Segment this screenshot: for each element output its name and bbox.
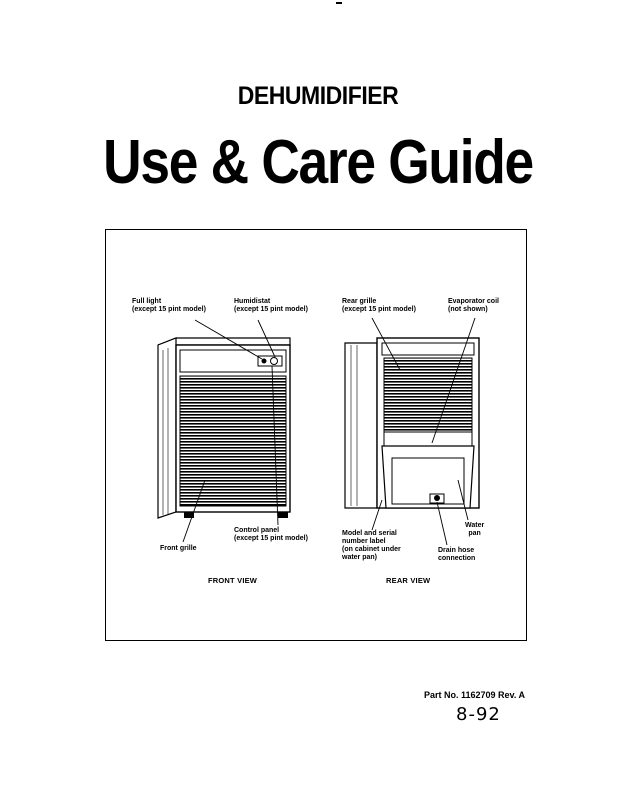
label-evaporator-coil: Evaporator coil (not shown) xyxy=(448,298,499,313)
rear-unit-drawing xyxy=(344,337,480,509)
scan-speck xyxy=(336,2,342,4)
illustration-frame xyxy=(105,229,527,641)
label-drain-hose: Drain hose connection xyxy=(438,547,476,562)
label-model-serial: Model and serial number label (on cabine… xyxy=(342,530,401,561)
label-humidistat: Humidistat (except 15 pint model) xyxy=(234,298,308,313)
front-leader-lines xyxy=(182,319,279,543)
label-full-light: Full light (except 15 pint model) xyxy=(132,298,206,313)
front-unit-drawing xyxy=(157,337,291,519)
label-water-pan: Water pan xyxy=(465,522,485,537)
document-title: Use & Care Guide xyxy=(103,128,534,197)
label-front-grille: Front grille xyxy=(160,545,197,552)
rear-view-caption: REAR VIEW xyxy=(386,576,431,585)
part-number: Part No. 1162709 Rev. A xyxy=(424,690,526,700)
front-view-caption: FRONT VIEW xyxy=(208,576,258,585)
document-subtitle: DEHUMIDIFIER xyxy=(237,82,399,110)
label-control-panel: Control panel (except 15 pint model) xyxy=(234,527,308,542)
handwritten-date: 8-92 xyxy=(456,704,501,725)
label-rear-grille: Rear grille (except 15 pint model) xyxy=(342,298,416,313)
rear-leader-lines xyxy=(371,317,476,546)
